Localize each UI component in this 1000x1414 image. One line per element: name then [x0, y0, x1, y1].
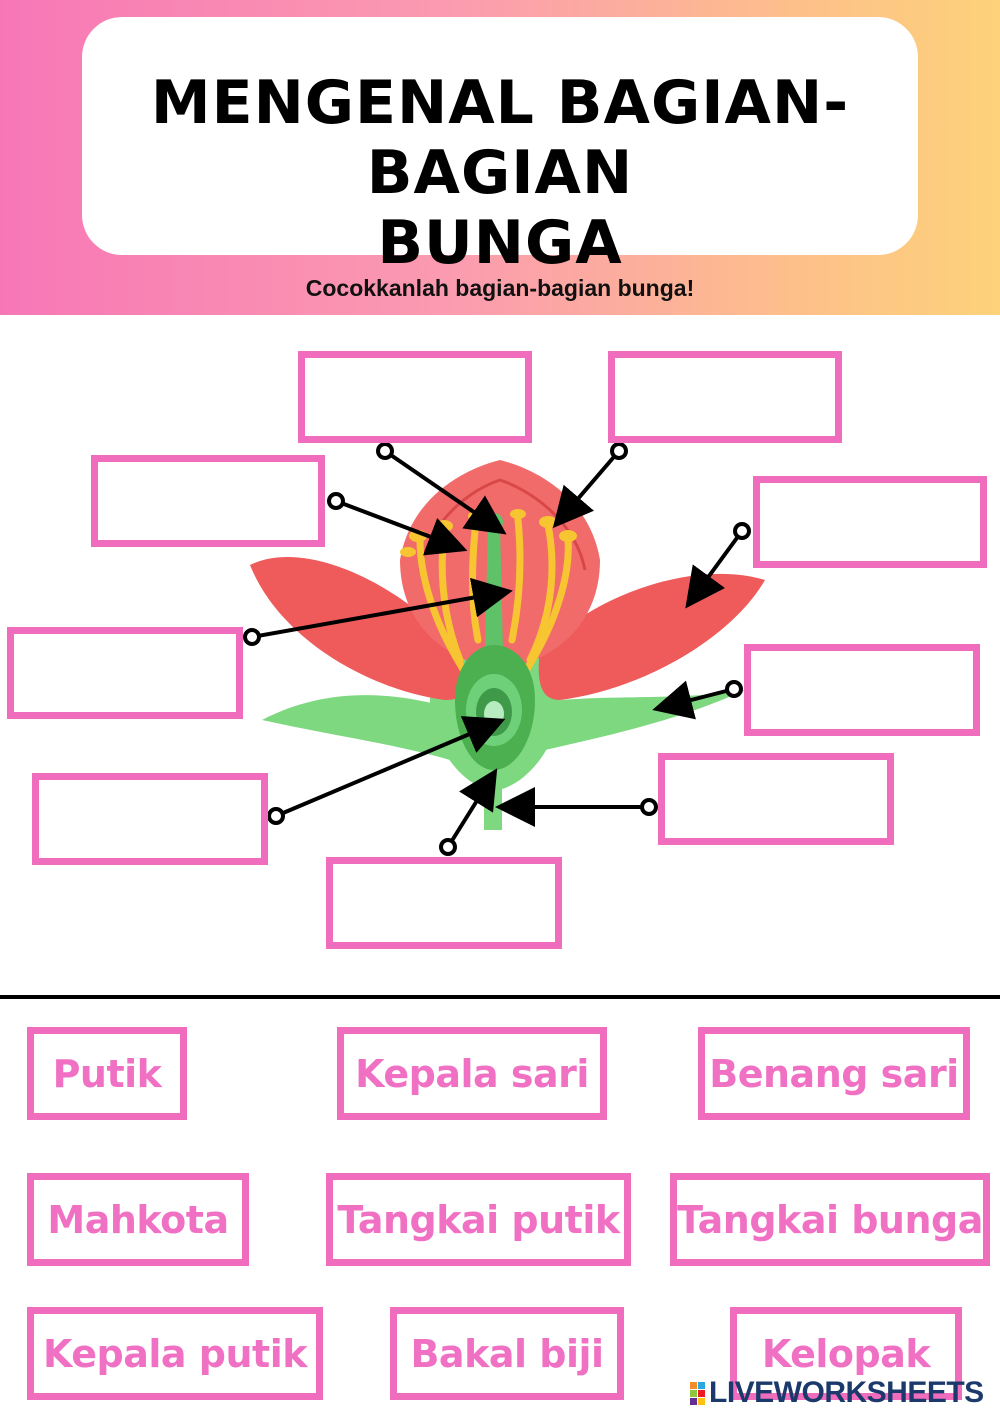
flower-diagram — [243, 442, 765, 856]
sepal-left — [262, 695, 450, 760]
answer-box-6[interactable] — [744, 644, 980, 736]
word-label: Putik — [52, 1051, 162, 1096]
word-card-tangkai-putik[interactable]: Tangkai putik — [326, 1173, 631, 1266]
answer-box-5[interactable] — [7, 627, 243, 719]
word-card-kepala-putik[interactable]: Kepala putik — [27, 1307, 323, 1400]
word-label: Kelopak — [761, 1331, 931, 1376]
word-card-benang-sari[interactable]: Benang sari — [698, 1027, 970, 1120]
answer-box-1[interactable] — [298, 351, 532, 443]
title-card — [82, 17, 918, 255]
pointer-lines — [243, 442, 751, 856]
word-card-kepala-sari[interactable]: Kepala sari — [337, 1027, 607, 1120]
section-divider — [0, 995, 1000, 999]
answer-box-7[interactable] — [32, 773, 268, 865]
watermark-text: LIVEWORKSHEETS — [709, 1376, 984, 1409]
word-label: Kepala sari — [355, 1051, 589, 1096]
answer-box-2[interactable] — [608, 351, 842, 443]
word-card-tangkai-bunga[interactable]: Tangkai bunga — [670, 1173, 990, 1266]
answer-box-3[interactable] — [91, 455, 325, 547]
liveworksheets-watermark: LIVEWORKSHEETS — [690, 1376, 984, 1410]
pistil-style — [485, 525, 503, 650]
liveworksheets-logo-icon — [690, 1381, 705, 1405]
answer-box-4[interactable] — [753, 476, 987, 568]
page-title: MENGENAL BAGIAN-BAGIAN BUNGA — [82, 68, 918, 278]
answer-box-8[interactable] — [658, 753, 894, 845]
word-label: Kepala putik — [42, 1331, 308, 1376]
petal-left — [250, 556, 465, 700]
word-card-kelopak[interactable]: Kelopak — [730, 1307, 962, 1400]
word-label: Mahkota — [47, 1197, 229, 1242]
instruction-text: Cocokkanlah bagian-bagian bunga! — [305, 275, 695, 301]
word-label: Bakal biji — [410, 1331, 604, 1376]
word-card-putik[interactable]: Putik — [27, 1027, 187, 1120]
word-card-mahkota[interactable]: Mahkota — [27, 1173, 249, 1266]
sepal-right — [545, 690, 745, 750]
word-label: Tangkai bunga — [677, 1197, 983, 1242]
word-card-bakal-biji[interactable]: Bakal biji — [390, 1307, 624, 1400]
answer-box-9[interactable] — [326, 857, 562, 949]
word-label: Benang sari — [709, 1051, 959, 1096]
title-line-2: BUNGA — [377, 208, 623, 278]
word-label: Tangkai putik — [337, 1197, 620, 1242]
title-line-1: MENGENAL BAGIAN-BAGIAN — [150, 68, 850, 208]
